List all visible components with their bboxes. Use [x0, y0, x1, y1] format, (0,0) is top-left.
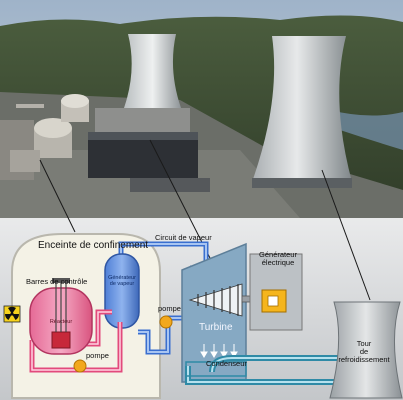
- label-control-rods: Barres de contrôle: [26, 277, 88, 286]
- label-electric-generator-line2: électrique: [261, 257, 295, 267]
- river: [330, 110, 403, 150]
- steam-generator: [104, 253, 140, 329]
- label-steam-circuit: Circuit de vapeur: [155, 233, 212, 242]
- generator-window: [267, 295, 279, 307]
- condenser-coil: [185, 361, 247, 377]
- aux-building-2: [10, 150, 40, 172]
- reactor-dome-1: [34, 118, 72, 138]
- label-turbine: Turbine: [199, 322, 233, 333]
- label-steam-generator-line2: de vapeur: [109, 280, 135, 287]
- leader-tower: [321, 169, 371, 301]
- yard: [16, 104, 44, 108]
- reactor-dome-2: [61, 94, 89, 108]
- label-electric-generator-line1: Générateur: [259, 250, 297, 259]
- label-steam-generator-line1: Générateur: [108, 275, 136, 281]
- control-rod-drive: [52, 278, 70, 283]
- photo-cooling-tower-large: [252, 36, 352, 182]
- label-reactor: Réacteur: [49, 319, 73, 325]
- label-electric-generator: Générateur électrique: [246, 251, 310, 267]
- label-cooling-tower-line1: Tour: [356, 339, 372, 348]
- machine-roof: [88, 132, 198, 140]
- diagram-cooling-tower: [329, 301, 403, 399]
- label-cooling-tower: Tour de refroidissement: [328, 340, 400, 364]
- steam-flow-arrows: [200, 344, 238, 358]
- leader-containment: [39, 159, 76, 233]
- aux-building-3: [130, 178, 210, 192]
- label-cooling-tower-line2: de: [359, 346, 369, 356]
- tower-base: [252, 178, 352, 188]
- label-cooling-tower-line3: refroidissement: [338, 354, 390, 364]
- label-condenser: Condenseur: [206, 359, 247, 368]
- label-containment: Enceinte de confinement: [38, 240, 149, 251]
- label-steam-generator: Générateur de vapeur: [104, 275, 140, 288]
- label-pump-secondary: pompe: [158, 304, 181, 313]
- aerial-photo: [0, 0, 403, 219]
- secondary-pump-icon: [159, 315, 173, 329]
- turbine-hall: [95, 108, 190, 136]
- label-pump-primary: pompe: [86, 351, 109, 360]
- schematic: [0, 139, 403, 400]
- cooling-loop-supply-highlight: [211, 350, 355, 373]
- radiation-trefoil-icon: [3, 305, 21, 323]
- reactor-core: [51, 331, 71, 349]
- photo-cooling-tower-small: [124, 34, 181, 108]
- primary-pump-icon: [73, 359, 87, 373]
